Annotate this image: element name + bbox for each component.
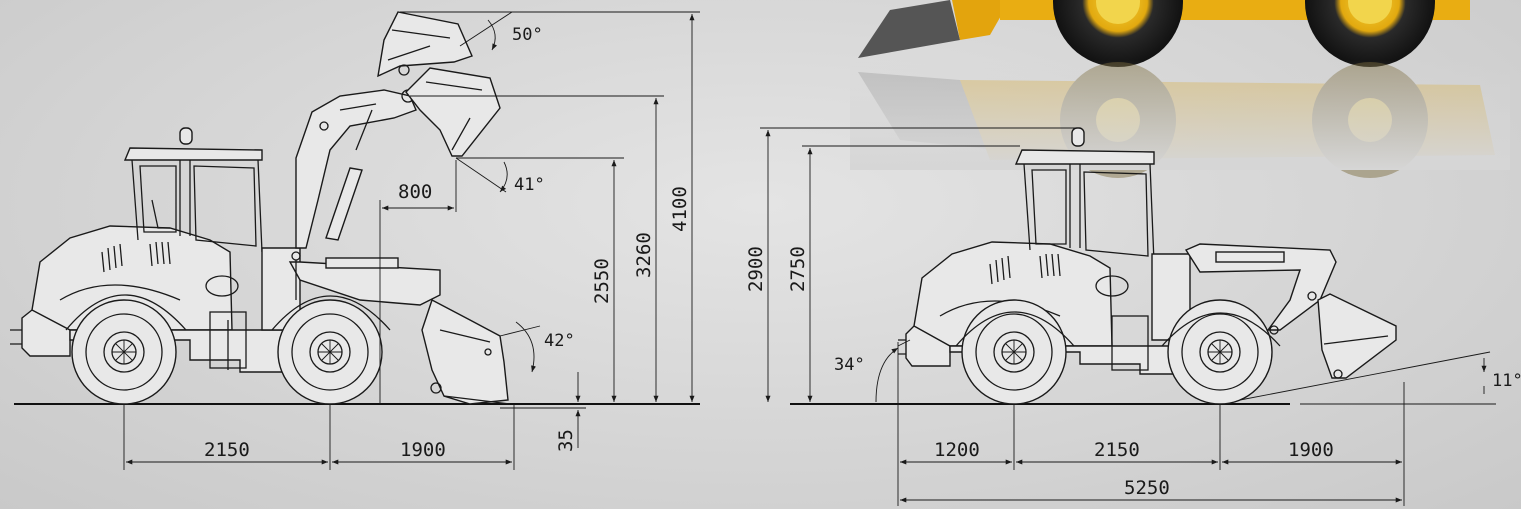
transport-machine [898,127,1397,405]
dim-overall-length: 5250 [1124,477,1170,499]
side-view: 4100 3260 2550 800 35 2150 1900 50° [10,11,700,470]
photo-bucket [858,0,1010,58]
dim-wheelbase-transport: 2150 [1094,439,1140,461]
dim-digging-depth: 35 [555,429,577,452]
dim-reach: 800 [398,181,432,203]
dim-front-overhang: 1900 [400,439,446,461]
transport-wheel-rear [961,299,1067,405]
dim-cab-height: 2750 [787,246,809,292]
dim-hinge-pin-height: 3260 [633,232,655,278]
dim-wheelbase: 2150 [204,439,250,461]
side-boom-raised [295,11,501,249]
dim-front-overhang-transport: 1900 [1288,439,1334,461]
side-bucket-ground [421,298,511,405]
angle-rollback-ground: 42° [544,331,575,351]
dim-rear-overhang: 1200 [934,439,980,461]
dim-overall-height: 2900 [745,246,767,292]
angle-dump: 41° [514,175,545,195]
photo-wheel-front [1053,0,1183,67]
dim-dump-clearance: 2550 [591,258,613,304]
angle-approach: 11° [1492,371,1521,391]
transport-wheel-front [1167,299,1273,405]
photo-wheel-rear [1305,0,1435,67]
side-wheel-rear [71,299,177,405]
side-machine [10,127,441,405]
transport-view: 2900 2750 34° 11° 1200 2150 1900 5250 [745,127,1521,506]
side-wheel-front [277,299,383,405]
angle-departure: 34° [834,355,865,375]
dim-lift-height-total: 4100 [669,186,691,232]
machine-photo [850,0,1510,178]
angle-rollback-top: 50° [512,25,543,45]
